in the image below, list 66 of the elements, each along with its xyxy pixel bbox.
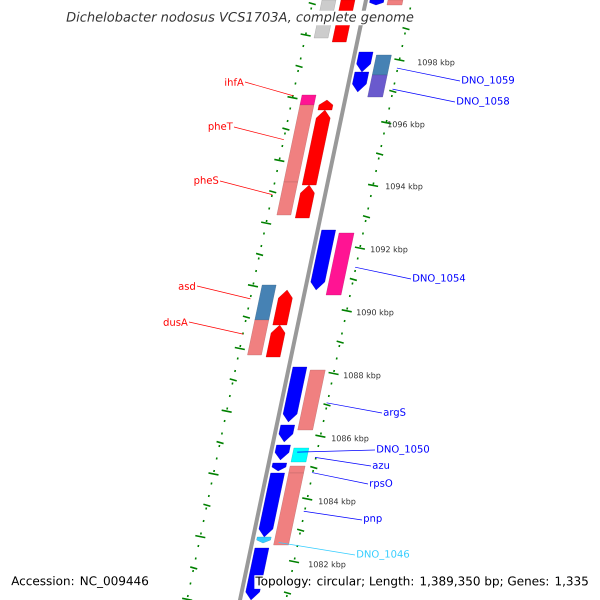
gene-label: pheS: [194, 176, 218, 186]
gene-label: DNO_1059: [462, 76, 514, 86]
gene-block: [282, 366, 308, 422]
scale-label: 1098 kbp: [418, 59, 454, 67]
leader-line: [312, 472, 368, 484]
gene-label: rpsO: [370, 479, 392, 489]
gene-block: [274, 444, 291, 460]
leader-line: [296, 450, 376, 452]
gene-bar: [254, 284, 276, 320]
gene-block: [272, 462, 287, 472]
leader-line: [220, 180, 273, 195]
gene-label: DNO_1054: [413, 274, 466, 284]
gene-bar: [367, 74, 388, 98]
scale-label: 1084 kbp: [319, 498, 356, 506]
gene-label: DNO_1046: [357, 550, 410, 560]
leader-line: [234, 126, 284, 140]
leader-line: [278, 542, 356, 556]
gene-label: dusA: [164, 318, 188, 326]
leader-line: [326, 402, 382, 414]
gene-label: ihfA: [225, 78, 244, 86]
scale-label: 1090 kbp: [357, 309, 394, 317]
scale-label: 1096 kbp: [388, 121, 424, 129]
gene-bar: [284, 104, 314, 182]
gene-block: [302, 110, 330, 186]
gene-block: [256, 536, 272, 544]
gene-block: [266, 324, 286, 358]
gene-block: [272, 290, 293, 326]
info-text: Topology: circular; Length: 1,389,350 bp; Genes: 1,335: [254, 575, 590, 589]
gene-block: [278, 424, 295, 442]
gene-label: DNO_1058: [457, 97, 509, 107]
leader-line: [354, 266, 412, 280]
gene-block: [352, 72, 370, 92]
leader-line: [396, 68, 460, 82]
leader-line: [392, 88, 456, 102]
gene-label: azu: [372, 463, 389, 469]
gene-block: [356, 52, 374, 72]
scale-label: 1082 kbp: [309, 561, 346, 569]
gene-label: asd: [178, 282, 195, 290]
gene-label: argS: [384, 408, 406, 418]
scale-label: 1088 kbp: [344, 372, 380, 380]
leader-line: [314, 457, 372, 466]
info-text: Accession: NC_009446: [10, 575, 150, 589]
gene-block: [295, 184, 315, 218]
gene-bar: [326, 232, 354, 296]
gene-bar: [290, 448, 310, 462]
leader-line: [188, 322, 244, 334]
leader-line: [244, 82, 294, 96]
gene-block: [318, 100, 334, 110]
leader-line: [303, 510, 362, 520]
gene-bar: [298, 370, 326, 430]
gene-block: [310, 230, 336, 290]
gene-label: pheT: [208, 122, 233, 132]
gene-label: DNO_1050: [377, 445, 430, 455]
gene-block: [369, 0, 384, 6]
scale-label: 1086 kbp: [332, 435, 368, 443]
gene-bar: [276, 182, 298, 216]
gene-bar: [372, 54, 392, 76]
gene-bar: [247, 320, 269, 356]
gene-bar: [288, 466, 306, 474]
gene-label: pnp: [364, 516, 382, 524]
gene-bar: [386, 0, 404, 6]
scale-label: 1092 kbp: [371, 246, 408, 254]
leader-line: [196, 286, 251, 300]
gene-bar: [300, 94, 316, 106]
scale-label: 1094 kbp: [386, 183, 422, 191]
title: Dichelobacter nodosus VCS1703A, complete genome: [65, 10, 415, 26]
